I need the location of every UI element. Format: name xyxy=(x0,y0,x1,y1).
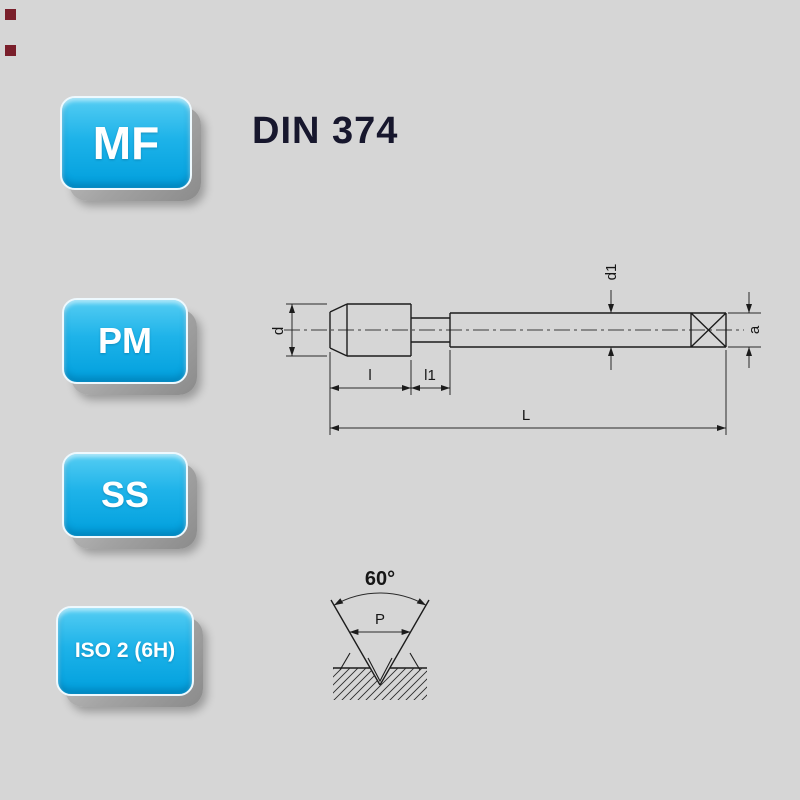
dim-label-d1: d1 xyxy=(603,264,620,281)
badge-iso-label: ISO 2 (6H) xyxy=(74,639,176,662)
tap-drawing: d d1 a l l1 L xyxy=(270,264,763,435)
thread-root-detail xyxy=(367,657,393,683)
badge-face: ISO 2 (6H) xyxy=(56,606,194,696)
pitch-label: P xyxy=(375,611,385,628)
standard-title: DIN 374 xyxy=(252,110,399,152)
print-mark xyxy=(5,9,16,20)
badge-tolerance-iso[interactable]: ISO 2 (6H) xyxy=(56,606,203,707)
badge-material-ss[interactable]: SS xyxy=(62,452,197,549)
section-hatching xyxy=(333,668,427,700)
dim-label-d: d xyxy=(270,327,287,335)
dimension-lines xyxy=(286,290,761,435)
dim-label-L: L xyxy=(522,407,530,424)
badge-mf-label: MF xyxy=(92,117,160,169)
thread-flanks xyxy=(330,599,430,686)
angle-arc xyxy=(333,592,427,606)
dim-label-l: l xyxy=(368,367,371,384)
print-mark xyxy=(5,45,16,56)
badge-material-pm[interactable]: PM xyxy=(62,298,197,395)
dimension-arrows xyxy=(289,304,752,431)
badge-thread-type-mf[interactable]: MF xyxy=(60,96,201,201)
thread-profile-drawing: 60° P xyxy=(330,568,430,700)
badge-face: SS xyxy=(62,452,188,538)
adjacent-flank-ticks xyxy=(339,652,421,671)
badge-face: MF xyxy=(60,96,192,190)
tap-outline xyxy=(329,303,727,357)
profile-angle-label: 60° xyxy=(365,568,395,590)
badge-face: PM xyxy=(62,298,188,384)
dim-label-l1: l1 xyxy=(424,367,436,384)
badge-pm-label: PM xyxy=(98,320,152,361)
badge-ss-label: SS xyxy=(100,474,150,515)
dim-label-a: a xyxy=(746,325,763,334)
